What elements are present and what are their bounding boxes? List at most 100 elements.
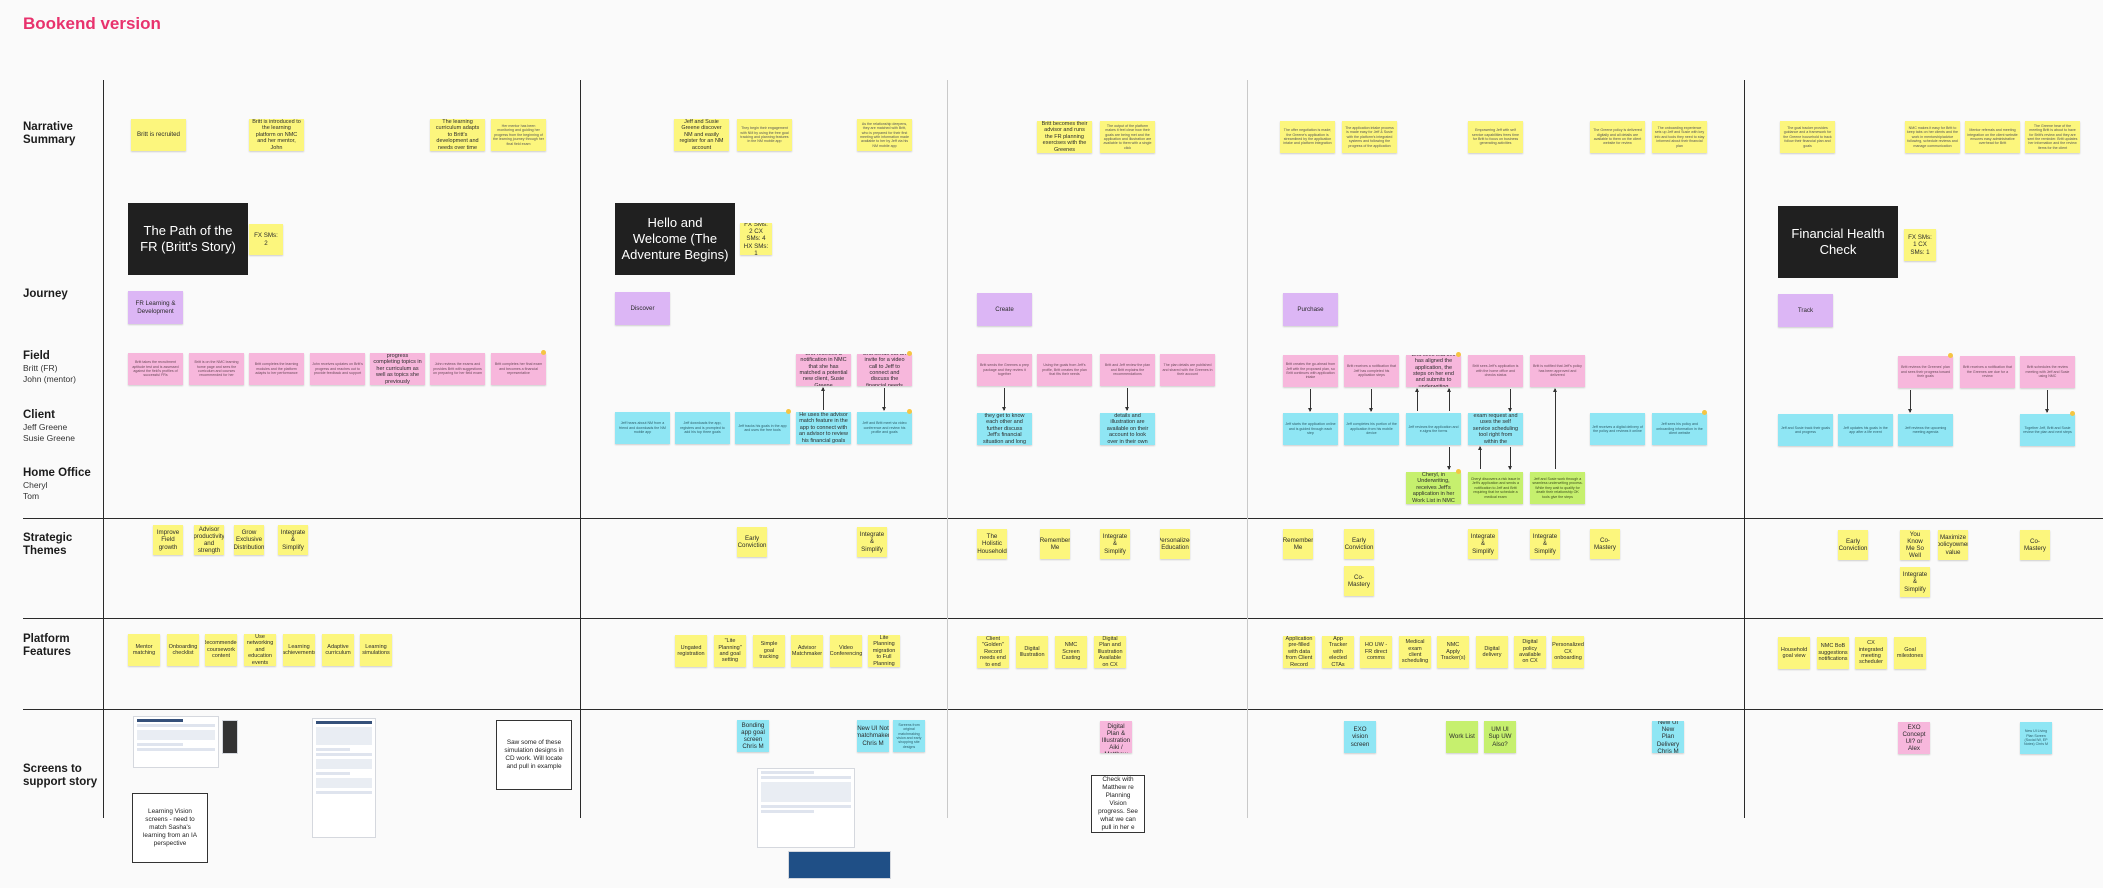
field-sticky: Using the goals from Jeff's profile, Bri… [1037,354,1092,386]
feature-sticky: "Lite Planning" and goal setting [714,635,746,667]
connector-arrow [1308,389,1312,412]
reaction-dot [1456,352,1461,357]
chapter-card-hello-welcome: Hello and Welcome (The Adventure Begins) [615,203,735,275]
connector-arrow [2045,390,2049,413]
client-sticky: Jeff updates his goals in the app after … [1838,414,1893,446]
divider-features [23,618,2103,619]
narrative-sticky: The Greene policy is delivered digitally… [1590,121,1645,153]
feature-sticky: Mentor matching [128,634,160,666]
field-sticky: Britt completes the learning modules and… [249,353,304,385]
reaction-dot [907,351,912,356]
client-sticky: Jeff completes his portion of the applic… [1344,413,1399,445]
reaction-dot [786,409,791,414]
row-sub-john: John (mentor) [23,374,76,384]
feature-sticky: Ungated registration [675,635,707,667]
column-divider [1247,80,1248,818]
theme-sticky: Integrate & Simplify [1100,529,1130,559]
feature-sticky: Simple goal tracking [753,635,785,667]
connector-arrow [1447,388,1451,411]
screen-sticky: Bonding app goal screen Chris M [737,720,769,752]
divider-themes [23,518,2103,519]
connector-arrow [1415,388,1419,411]
feature-sticky: NMC Screen Casting [1055,636,1087,668]
feature-sticky: Video Conferencing [830,635,862,667]
row-label-screens-text: Screens to support story [23,763,98,788]
feature-sticky: Client "Golden" Record needs end to end [977,636,1009,668]
chapter-smes-sticky: FX SMs: 2 CX SMs: 4 HX SMs: 1 [740,223,772,255]
client-sticky: Jeff reviews the application and e-signs… [1406,413,1461,445]
row-label-themes: Strategic Themes [23,532,105,558]
row-label-client: Client Jeff Greene Susie Greene [23,409,105,444]
theme-sticky: Integrate & Simplify [278,525,308,555]
theme-sticky: Co-Mastery [2020,530,2050,560]
feature-sticky: NMC Apply Tracker(s) [1437,636,1469,668]
client-sticky: Jeff downloads the app, registers and is… [675,412,730,444]
theme-sticky: Remember Me [1283,529,1313,559]
screen-note: Learning Vision screens - need to match … [132,793,208,863]
narrative-sticky: As the relationship deepens, they are ma… [857,119,912,151]
page-title: Bookend version [23,14,161,33]
field-sticky-large: Britt receives a notification in NMC tha… [796,354,851,386]
column-divider [1744,80,1745,818]
feature-sticky: Medical exam client scheduling [1399,636,1431,668]
chapter-card-fr-path: The Path of the FR (Britt's Story) [128,203,248,275]
screenshot-learning-dashboard [133,716,219,768]
feature-sticky: CX integrated meeting scheduler [1855,637,1887,669]
chapter-card-health-check: Financial Health Check [1778,206,1898,278]
connector-arrow [1908,390,1912,413]
column-divider [947,80,948,818]
narrative-sticky: The onboarding experience sets up Jeff a… [1652,121,1707,153]
feature-sticky: Onboarding checklist [167,634,199,666]
feature-sticky: Application pre-filled with data from Cl… [1283,636,1315,668]
feature-sticky: Learning simulations [360,634,392,666]
client-sticky: Together Jeff, Britt and Susie review th… [2020,414,2075,446]
feature-sticky: Recommended coursework content [205,634,237,666]
row-label-narrative-text: Narrative Summary [23,121,76,146]
theme-sticky: Co-Mastery [1344,566,1374,596]
narrative-sticky: The offer negotiation is made; the Green… [1280,121,1335,153]
screen-sticky: EXO vision screen [1344,721,1376,753]
column-divider [103,80,104,818]
client-sticky: Jeff and Susie track their goals and pro… [1778,414,1833,446]
client-sticky: Jeff starts the application online and i… [1283,413,1338,445]
divider-screens [23,709,2103,710]
feature-sticky: Digital policy available on CX [1514,636,1546,668]
theme-sticky: Advisor productivity and strength [194,525,224,555]
client-sticky: Jeff hears about NM from a friend and do… [615,412,670,444]
connector-arrow [1508,389,1512,412]
theme-sticky: Early Conviction [1344,529,1374,559]
field-sticky: Britt receives a notification that Jeff … [1344,355,1399,387]
screen-sticky: New UI Living Plan Screen (Social IW, EP… [2020,722,2052,754]
narrative-sticky: The output of the platform makes it feel… [1100,121,1155,153]
screen-sticky: UM UI Sup UW Also? [1484,721,1516,753]
connector-arrow [882,388,886,411]
client-sticky: Jeff receives a digital delivery of the … [1590,413,1645,445]
field-sticky-large: She sees her progress completing topics … [370,353,425,385]
narrative-sticky: Britt is introduced to the learning plat… [249,119,304,151]
screenshot-learning-page [312,718,376,838]
feature-sticky: Use networking and education events [244,634,276,666]
theme-sticky: Early Conviction [1838,530,1868,560]
theme-sticky: Integrate & Simplify [857,527,887,557]
narrative-sticky: Empowering Jeff with self service capabi… [1468,121,1523,153]
connector-arrow [1478,446,1482,469]
field-sticky-large: Britt sees that Jeff has aligned the app… [1406,355,1461,387]
narrative-sticky: Britt becomes their advisor and runs the… [1037,121,1092,153]
column-divider [580,80,581,818]
feature-sticky: Goal milestones [1894,637,1926,669]
field-sticky: Britt sends the Greenes a prep package a… [977,354,1032,386]
row-label-features-text: Platform Features [23,633,71,658]
field-sticky: John reviews the exams and provides Brit… [430,353,485,385]
client-sticky-large: He uses the advisor match feature in the… [796,412,851,444]
narrative-sticky: NMC makes it easy for Britt to keep tabs… [1905,121,1960,153]
feature-sticky: App Tracker with elected CTAs [1322,636,1354,668]
field-sticky: Britt and Jeff review the plan and Britt… [1100,354,1155,386]
screen-sticky: Screens from original matchmaking vision… [893,720,925,752]
screen-sticky: New UI Not matchmaker Chris M [857,720,889,752]
client-sticky-large: Jeff received the exam request and uses … [1468,413,1523,445]
narrative-sticky: The goal tracker provides guidance and a… [1780,121,1835,153]
row-label-features: Platform Features [23,633,105,659]
narrative-sticky: Jeff and Susie Greene discover NM and ea… [674,119,729,151]
feature-sticky: Advisor Matchmaker [791,635,823,667]
client-sticky-large: During the session, they get to know eac… [977,413,1032,445]
